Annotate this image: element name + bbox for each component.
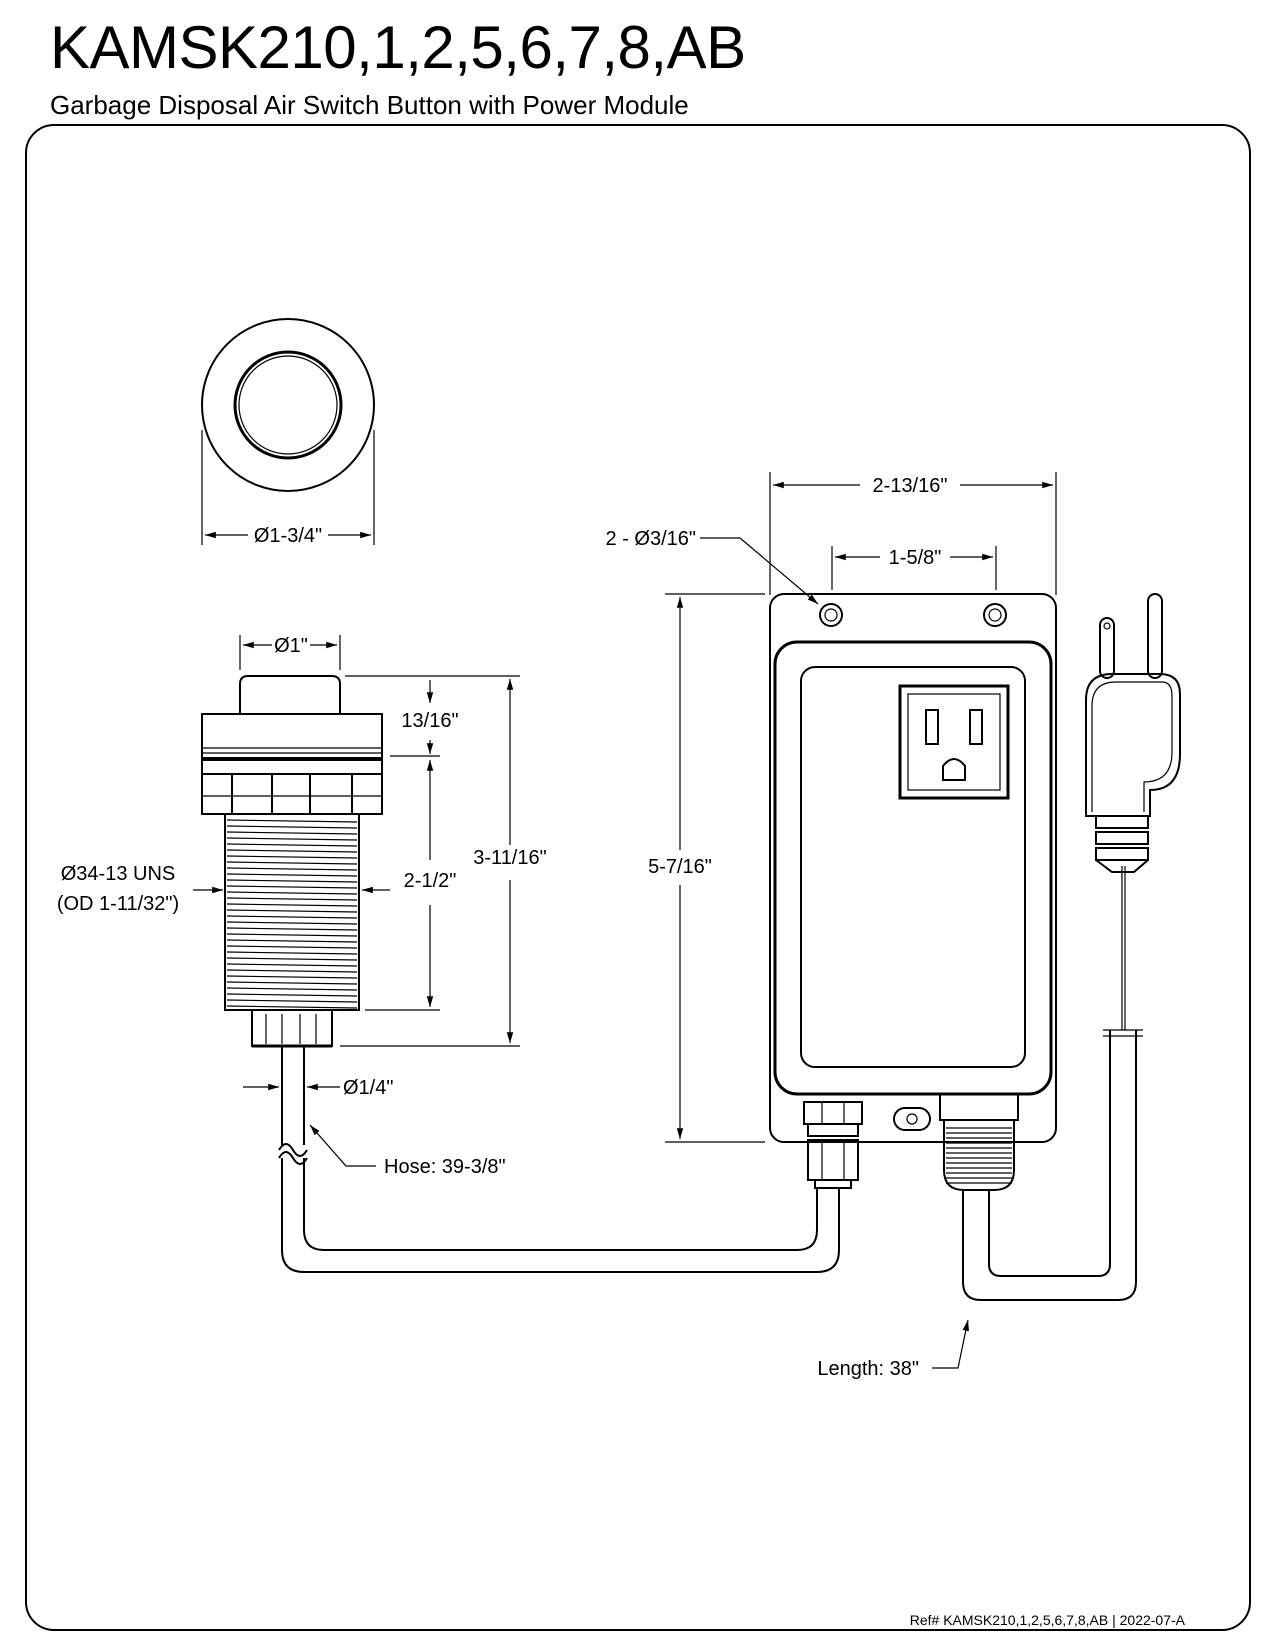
- mount-hole-right: [983, 603, 1007, 627]
- dim-mount-holes: 2 - Ø3/16": [606, 528, 696, 550]
- drawing-border: [25, 124, 1251, 1631]
- power-module: 2-13/16" 1-5/8" 2 - Ø3/16" 5-7/16": [606, 472, 1181, 1380]
- power-plug: [1085, 593, 1181, 873]
- dim-button-top-dia: Ø1-3/4": [254, 525, 322, 547]
- air-hose: [281, 1158, 840, 1273]
- dim-overall-height: 3-11/16": [473, 847, 546, 869]
- dim-module-width: 2-13/16": [873, 475, 948, 497]
- dim-thread-spec-line1: Ø34-13 UNS: [61, 863, 176, 885]
- reference-number: Ref# KAMSK210,1,2,5,6,7,8,AB | 2022-07-A: [909, 1612, 1185, 1628]
- dim-cord-length: Length: 38": [817, 1358, 919, 1380]
- dim-thread-spec-line2: (OD 1-11/32"): [57, 893, 179, 915]
- cord-clip: [893, 1107, 931, 1131]
- button-top-view: Ø1-3/4": [201, 318, 375, 547]
- dim-hose-dia: Ø1/4": [343, 1077, 393, 1099]
- page-title: KAMSK210,1,2,5,6,7,8,AB: [50, 14, 746, 81]
- cord-strain-relief: [939, 1093, 1019, 1191]
- dim-thread-length: 2-1/2": [404, 870, 457, 892]
- dim-module-height: 5-7/16": [648, 856, 712, 878]
- hose-fitting: [803, 1101, 863, 1189]
- dim-hose-length: Hose: 39-3/8": [384, 1156, 506, 1178]
- dim-button-cap-dia: Ø1": [274, 635, 308, 657]
- dim-cap-height: 13/16": [401, 710, 458, 732]
- outlet-receptacle: [898, 684, 1010, 800]
- page-subtitle: Garbage Disposal Air Switch Button with …: [50, 90, 689, 120]
- button-side-view: Ø1" 13/16" 2-1/2" 3-11/16" Ø34-13 UNS (O…: [57, 635, 547, 1178]
- mount-hole-left: [819, 603, 843, 627]
- dim-hole-spacing: 1-5/8": [889, 547, 942, 569]
